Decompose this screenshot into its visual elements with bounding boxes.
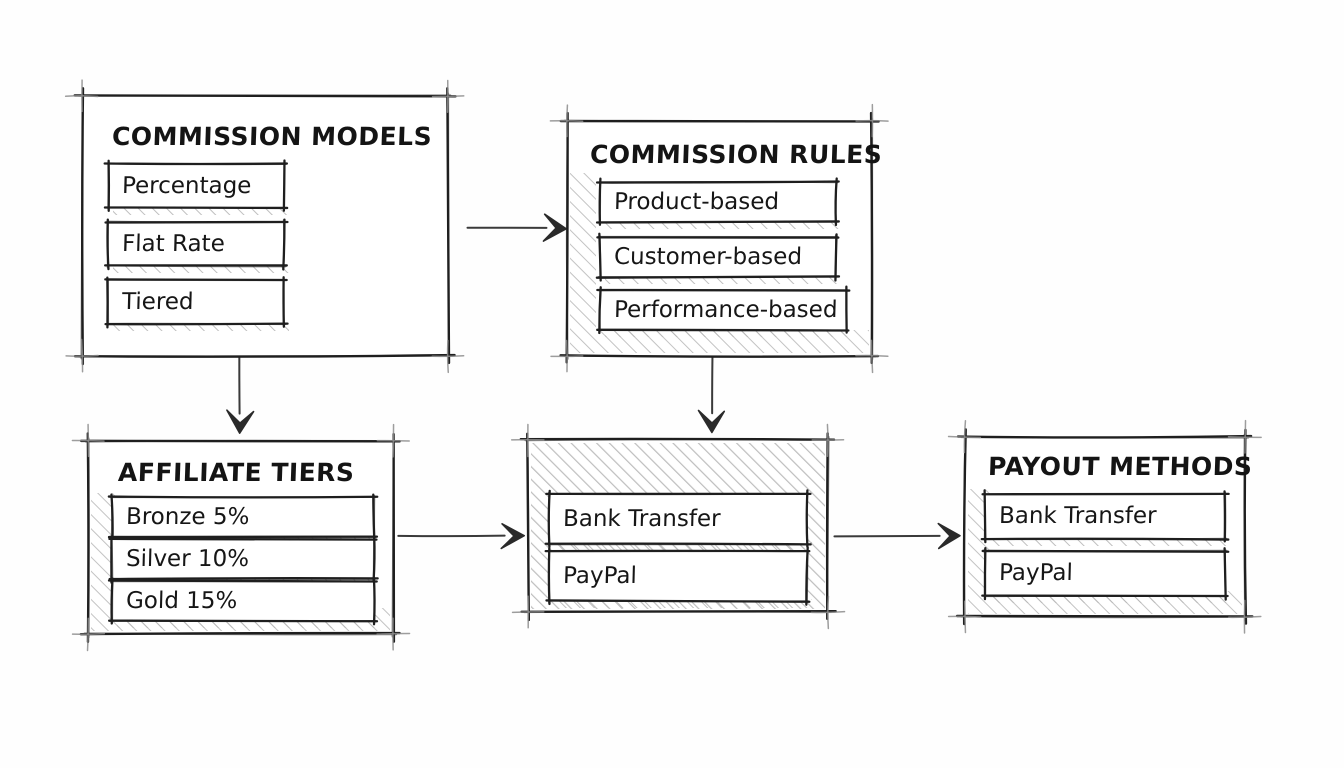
nodes-group	[64, 79, 1262, 652]
node-payout-methods[interactable]	[947, 419, 1262, 634]
edge-payouts-to-methods	[833, 522, 961, 550]
node-commission-models[interactable]	[64, 79, 465, 374]
node-affiliate-tiers[interactable]	[71, 423, 411, 652]
edge-tiers-to-payouts	[397, 523, 526, 550]
edge-models-to-tiers	[226, 355, 255, 434]
edge-models-to-rules	[466, 213, 567, 242]
node-commission-rules[interactable]	[549, 103, 889, 374]
edge-rules-to-payouts	[697, 355, 726, 434]
node-payout-options[interactable]	[510, 423, 846, 630]
edges-group	[226, 213, 961, 550]
